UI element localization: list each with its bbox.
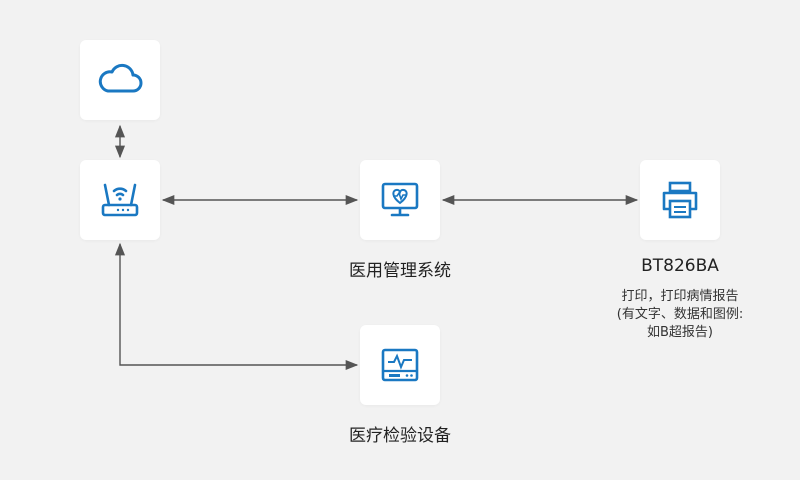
printer-note-line: 打印，打印病情报告 [621,289,739,304]
edge-router-device [114,242,359,371]
management-node [360,160,440,240]
printer-label: BT826BA [641,256,719,276]
printer-note-line: (有文字、数据和图例: [616,307,744,322]
printer-note-line: 如B超报告) [647,325,713,340]
printer-icon [662,181,698,219]
device-label: 医疗检验设备 [349,426,451,446]
cloud-node [80,40,160,120]
printer-note: 打印，打印病情报告 (有文字、数据和图例: 如B超报告) [580,288,780,342]
router-node [80,160,160,240]
device-node [360,325,440,405]
medical-device-icon [381,348,419,382]
management-label: 医用管理系统 [349,261,451,281]
printer-node [640,160,720,240]
wifi-router-icon [101,183,139,217]
heart-monitor-icon [381,182,419,217]
cloud-icon [98,63,143,93]
